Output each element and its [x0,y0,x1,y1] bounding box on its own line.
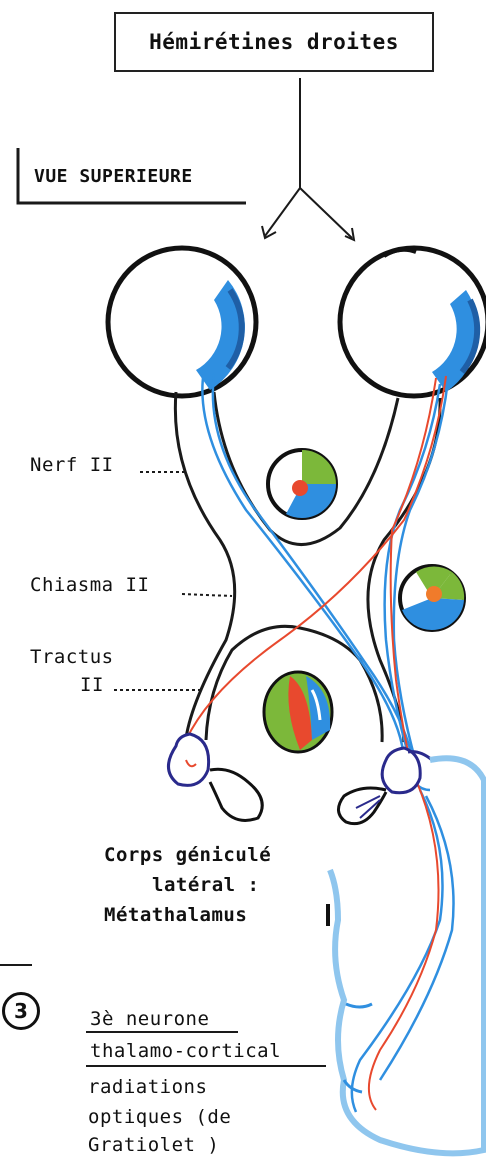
label-radiations-1: radiations [88,1078,207,1098]
label-neurone-1: 3è neurone [90,1010,209,1030]
label-radiations-2: optiques (de [88,1108,231,1128]
left-eyeball [108,248,256,396]
right-eyeball [340,248,486,396]
label-nerf: Nerf II [30,456,114,476]
title-text: Hémirétines droites [149,30,399,54]
tract-section-disc [264,672,332,752]
label-corps-1: Corps géniculé [104,846,271,866]
neurone-number-badge: 3 [2,992,40,1030]
arrow-from-title [262,78,354,240]
label-corps-2: latéral : [152,876,259,896]
label-tractus-2: II [80,676,104,696]
label-chiasma: Chiasma II [30,576,149,596]
label-corps-3: Métathalamus [104,906,247,926]
chiasma-section-disc [400,566,464,630]
view-label: VUE SUPERIEURE [34,168,193,187]
title-box: Hémirétines droites [114,12,434,72]
left-lgb [168,734,262,820]
label-neurone-2: thalamo-cortical [90,1042,281,1062]
label-tractus-1: Tractus [30,648,114,668]
label-radiations-3: Gratiolet ) [88,1136,219,1156]
nerve-section-disc [268,450,336,518]
neurone-number: 3 [14,999,28,1023]
